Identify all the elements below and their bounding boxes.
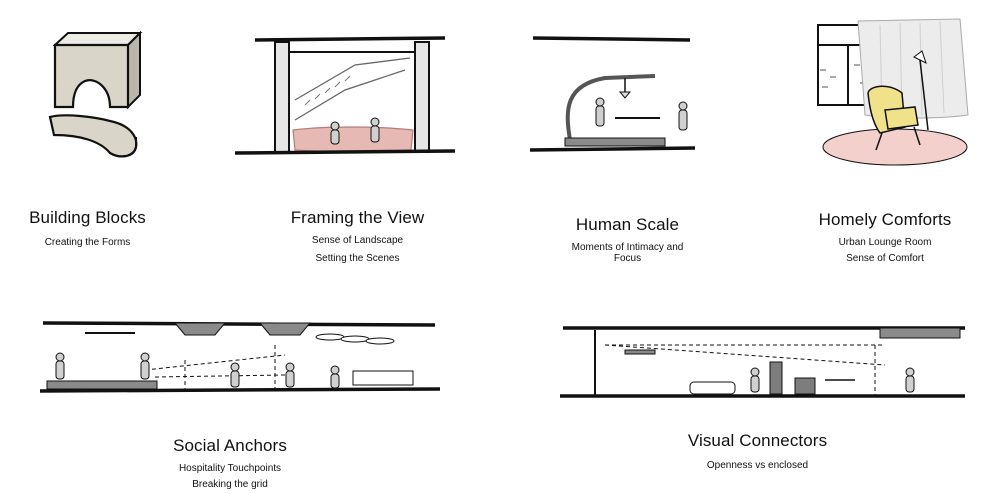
panel-title: Human Scale xyxy=(575,215,680,234)
panel-line: Sense of Landscape xyxy=(311,235,404,246)
panel-line: Urban Lounge Room xyxy=(838,237,932,248)
panel-title: Building Blocks xyxy=(29,208,146,227)
human-scale-sketch xyxy=(525,30,705,165)
panel-title: Social Anchors xyxy=(173,436,287,455)
panel-line: Focus xyxy=(613,253,642,264)
panel-line: Setting the Scenes xyxy=(315,253,400,264)
framing-view-sketch xyxy=(234,30,456,165)
panel-line: Moments of Intimacy and xyxy=(571,242,684,253)
panel-line: Sense of Comfort xyxy=(846,253,924,264)
panel-title: Framing the View xyxy=(290,208,425,227)
visual-connectors-sketch xyxy=(555,320,975,415)
panel-title: Visual Connectors xyxy=(687,431,828,450)
homely-comforts-sketch xyxy=(810,15,980,170)
panel-title: Homely Comforts xyxy=(818,210,952,229)
panel-subtitle: Openness vs enclosed xyxy=(706,460,809,471)
building-blocks-sketch xyxy=(40,25,150,165)
social-anchors-sketch xyxy=(35,315,445,415)
panel-subtitle: Creating the Forms xyxy=(44,237,131,248)
panel-line: Breaking the grid xyxy=(192,479,268,490)
panel-line: Hospitality Touchpoints xyxy=(178,463,282,474)
